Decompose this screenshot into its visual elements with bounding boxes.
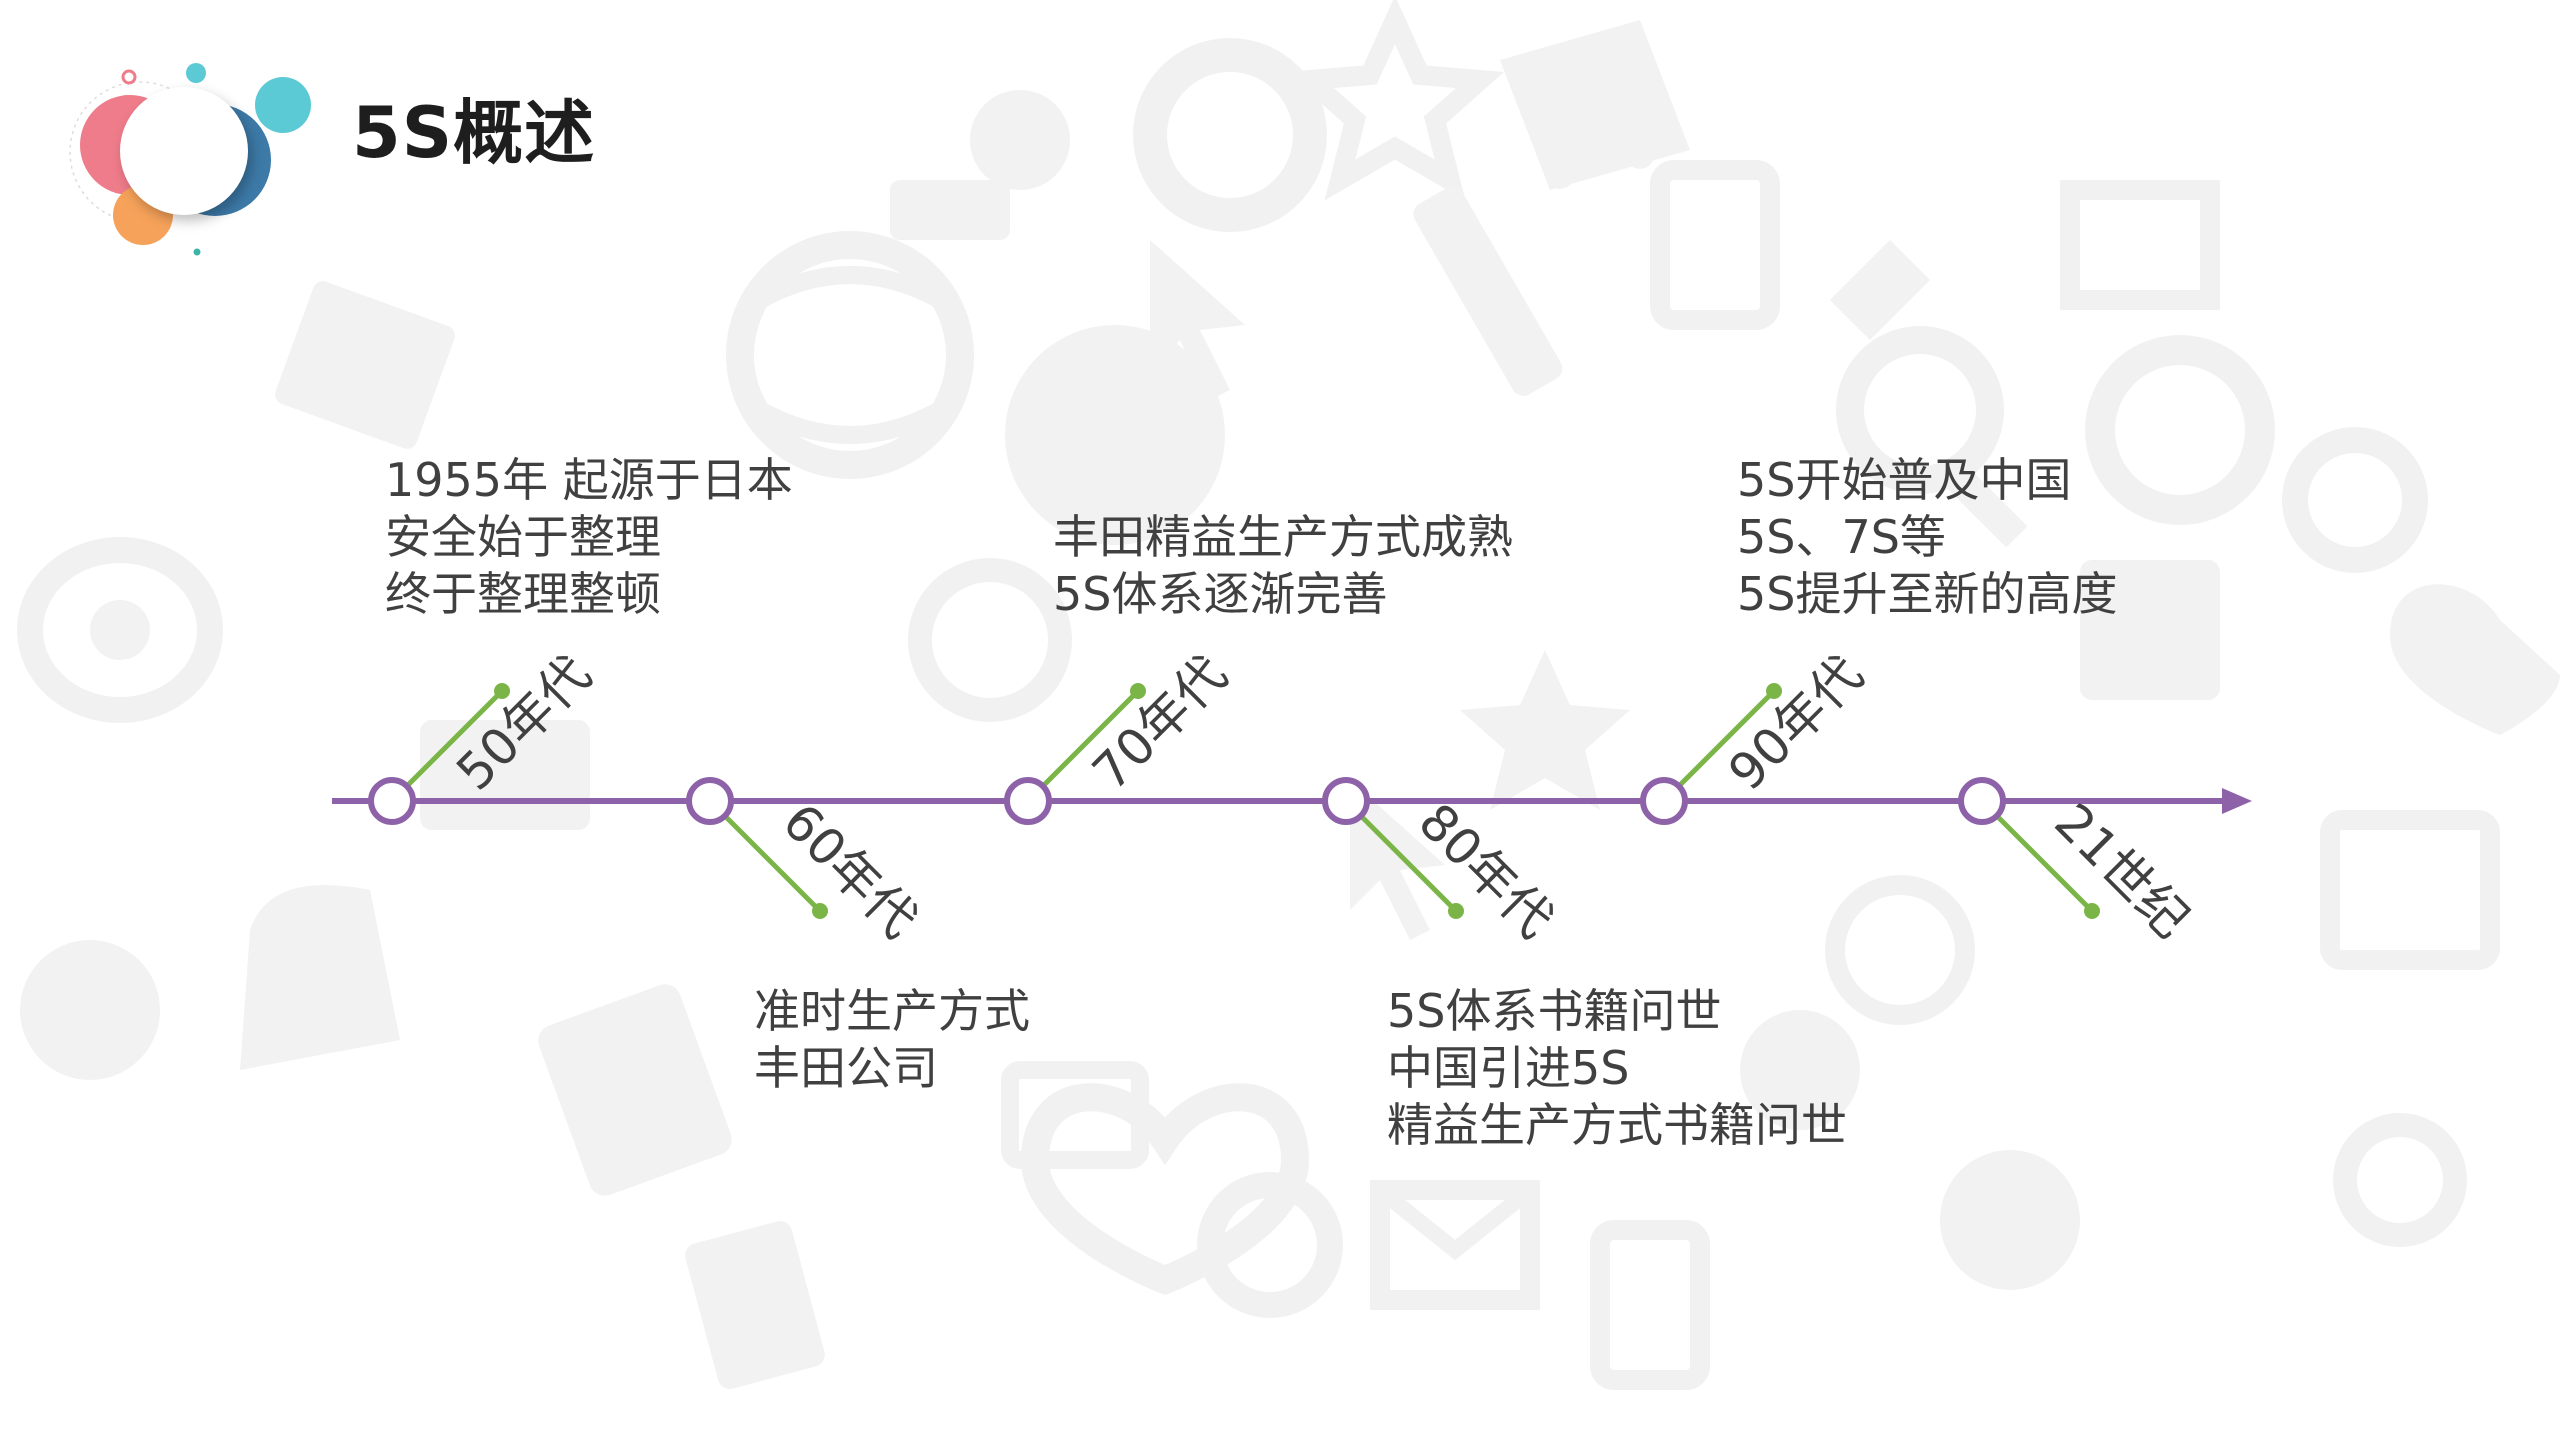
description-1980s: 5S体系书籍问世 中国引进5S 精益生产方式书籍问世: [1387, 983, 1847, 1154]
download-icon: [1940, 1150, 2080, 1290]
cart-icon: [1500, 20, 1690, 190]
bag-icon: [240, 281, 455, 1070]
description-line: 丰田公司: [754, 1041, 938, 1095]
description-line: 中国引进5S: [1387, 1041, 1630, 1095]
page-title: 5S概述: [352, 92, 596, 174]
mail-icon: [1370, 180, 2220, 1310]
calculator-icon: [538, 984, 732, 1196]
timeline-node-5: 90年代: [1640, 645, 1874, 825]
cursor-icon: [1150, 240, 1445, 940]
star-icon: [1285, 0, 1630, 810]
heart-icon: [1020, 584, 2560, 1296]
era-label-4: 80年代: [1408, 792, 1565, 949]
description-line: 终于整理整顿: [385, 567, 661, 621]
eye-icon: [17, 537, 223, 723]
globe-icon: [726, 231, 974, 479]
description-line: 精益生产方式书籍问世: [1387, 1098, 1847, 1152]
refresh-icon: [1133, 38, 2275, 525]
description-line: 5S体系书籍问世: [1387, 984, 1722, 1038]
question-icon: [1005, 325, 1225, 545]
description-1960s: 准时生产方式 丰田公司: [754, 983, 1030, 1097]
description-line: 准时生产方式: [754, 984, 1030, 1038]
description-line: 5S、7S等: [1737, 510, 1946, 564]
timeline-node-1: 50年代: [368, 645, 602, 825]
era-label-6: 21世纪: [2044, 792, 2201, 949]
timeline-node-4: 80年代: [1322, 777, 1565, 949]
description-1950s: 1955年 起源于日本 安全始于整理 终于整理整顿: [385, 452, 793, 623]
ticket-icon: [20, 90, 2500, 1389]
timeline-node-2: 60年代: [686, 777, 929, 949]
description-line: 安全始于整理: [385, 510, 661, 564]
description-1990s: 5S开始普及中国 5S、7S等 5S提升至新的高度: [1737, 452, 2117, 623]
description-line: 5S提升至新的高度: [1737, 567, 2118, 621]
timeline-arrowhead: [2222, 788, 2252, 814]
pencil-icon: [1413, 186, 1563, 396]
description-1970s: 丰田精益生产方式成熟 5S体系逐渐完善: [1053, 509, 1513, 623]
logo: [69, 63, 311, 256]
era-label-2: 60年代: [772, 792, 929, 949]
gear-icon: [1197, 1113, 2467, 1318]
timeline-node-6: 21世纪: [1958, 777, 2201, 949]
description-line: 丰田精益生产方式成熟: [1053, 510, 1513, 564]
description-line: 5S体系逐渐完善: [1053, 567, 1388, 621]
description-line: 5S开始普及中国: [1737, 453, 2072, 507]
phone-icon: [1590, 160, 1780, 1390]
search-icon: [1836, 326, 2428, 573]
timeline-node-3: 70年代: [1004, 645, 1238, 825]
description-line: 1955年 起源于日本: [385, 453, 793, 507]
